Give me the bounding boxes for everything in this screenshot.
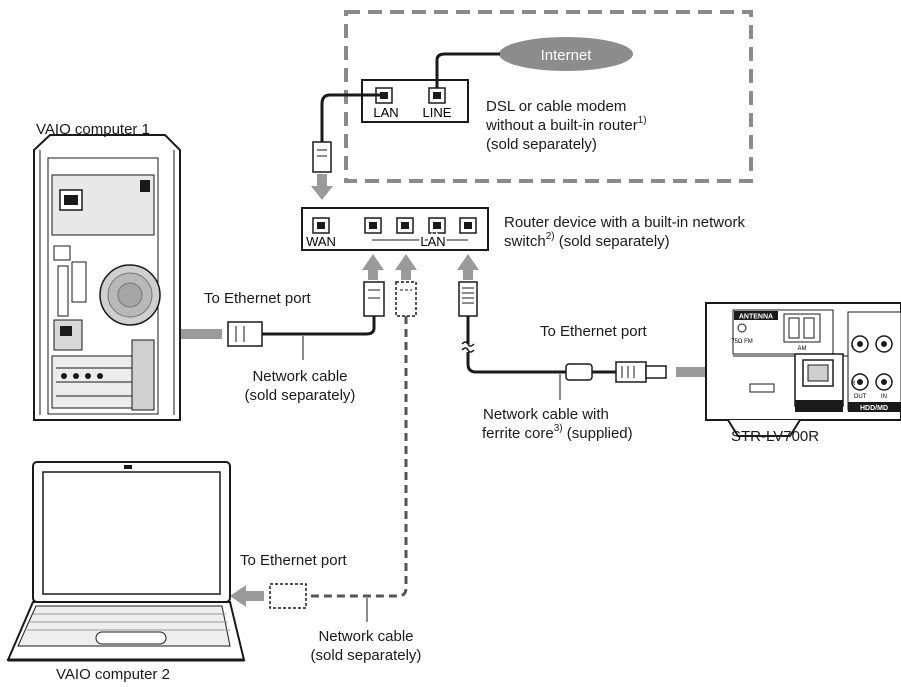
modem-description-line1: DSL or cable modem <box>486 98 627 115</box>
down-arrow-to-wan <box>311 174 333 200</box>
panel-hddmd-label: HDD/MD <box>860 405 888 412</box>
computer1-plug <box>227 321 263 347</box>
modem-cable-plug <box>312 141 332 173</box>
computer2-label: VAIO computer 2 <box>56 666 170 683</box>
cable2-label-line2: (sold separately) <box>310 647 422 664</box>
cable2-label-line1: Network cable <box>318 628 414 645</box>
modem-to-router-cable <box>320 93 384 142</box>
router-lan-port-2 <box>396 217 414 234</box>
internet-label: Internet <box>541 47 593 64</box>
panel-am-label: AM <box>798 346 807 352</box>
computer1-cable <box>262 316 376 336</box>
router-lan-port-3 <box>428 217 446 234</box>
router-plug-receiver <box>458 281 478 317</box>
router-lan-port-4 <box>459 217 477 234</box>
panel-l-label: L <box>851 343 855 349</box>
modem-line-label: LINE <box>423 105 452 120</box>
computer2-plug <box>269 583 307 609</box>
ferrite-desc-text: ferrite core <box>482 425 554 442</box>
touchpad-icon <box>95 631 167 645</box>
cable-break-mark <box>461 341 475 353</box>
receiver-str-lv700r: ANTENNA 75Ω FM AM L R OUT IN HDD/MD <box>705 302 901 437</box>
vaio-computer-2 <box>6 461 246 662</box>
cable1-label-line2: (sold separately) <box>244 387 356 404</box>
ferrite-footnote: 3) <box>553 423 563 434</box>
panel-in-label: IN <box>881 394 887 400</box>
router-plug-computer2 <box>395 281 417 317</box>
router-desc-rest: (sold separately) <box>554 233 670 250</box>
router-lan-label: LAN <box>420 234 445 249</box>
internet-cloud: Internet <box>499 37 633 71</box>
receiver-cable <box>466 316 566 374</box>
modem-line-port <box>428 87 446 104</box>
receiver-label: STR-LV700R <box>731 428 820 445</box>
modem-device: LAN LINE <box>361 79 469 123</box>
vaio-computer-1 <box>33 134 181 421</box>
panel-fm-label: 75Ω FM <box>731 339 753 345</box>
ethernet-label-computer1: To Ethernet port <box>204 290 311 307</box>
computer2-cable <box>306 316 408 598</box>
modem-description-line2: without a built-in router1) <box>486 115 647 135</box>
ferrite-cable-label-line2: ferrite core3) (supplied) <box>482 423 633 443</box>
left-arrow-computer2 <box>230 585 264 607</box>
router-description-line1: Router device with a built-in network <box>504 214 745 231</box>
router-device: WAN LAN <box>301 207 489 251</box>
router-plug-computer1 <box>363 281 385 317</box>
internet-line-cable <box>435 52 500 88</box>
router-footnote: 2) <box>545 231 555 242</box>
up-arrow-lan-1 <box>362 254 384 280</box>
computer1-label: VAIO computer 1 <box>36 121 150 138</box>
cable1-label-line1: Network cable <box>252 368 348 385</box>
router-description-line2: switch2) (sold separately) <box>504 231 670 251</box>
panel-r-label: R <box>851 381 856 387</box>
panel-out-label: OUT <box>854 394 867 400</box>
panel-antenna-label: ANTENNA <box>739 314 773 321</box>
ferrite-core <box>565 363 593 381</box>
ethernet-label-receiver: To Ethernet port <box>540 323 647 340</box>
ferrite-cable-label-line1: Network cable with <box>483 406 609 423</box>
ethernet-label-computer2: To Ethernet port <box>240 552 347 569</box>
ferrite-desc-rest: (supplied) <box>562 425 633 442</box>
receiver-plug <box>615 361 667 383</box>
router-wan-label: WAN <box>306 234 336 249</box>
up-arrow-lan-4 <box>457 254 479 280</box>
router-wan-port <box>312 217 330 234</box>
router-lan-port-1 <box>364 217 382 234</box>
modem-footnote: 1) <box>637 115 647 126</box>
up-arrow-lan-2 <box>395 254 417 280</box>
modem-description-line3: (sold separately) <box>486 136 597 153</box>
ethernet-port-icon <box>60 326 72 336</box>
modem-desc-text: without a built-in router <box>486 117 638 134</box>
router-desc-text: switch <box>504 233 546 250</box>
modem-lan-label: LAN <box>373 105 398 120</box>
